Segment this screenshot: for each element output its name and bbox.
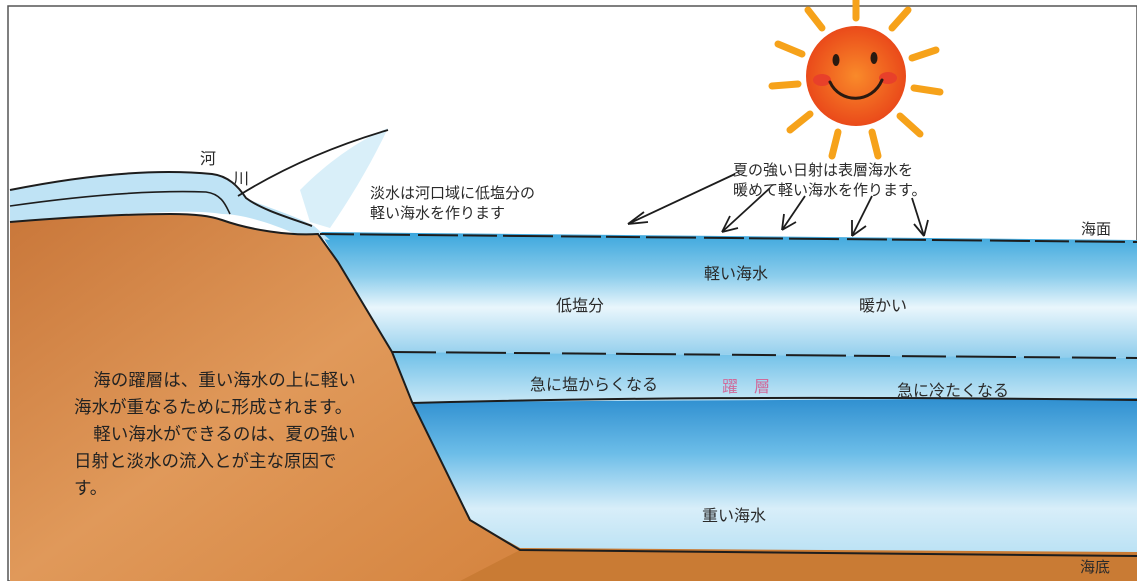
heavy-water-layer — [412, 398, 1137, 556]
arrow-5 — [911, 197, 925, 237]
seabed — [460, 520, 1137, 581]
pycnocline-bottom-line — [411, 396, 1137, 404]
sun-note-line-1: 夏の強い日射は表層海水を — [733, 161, 914, 179]
salinity-rise-label: 急に塩からくなる — [530, 375, 659, 394]
arrowhead-3 — [781, 213, 797, 231]
arrowhead-5 — [913, 219, 929, 237]
sea-surface-label: 海面 — [1081, 220, 1112, 238]
river-water — [10, 171, 330, 240]
explanation-paragraph-2: 軽い海水ができるのは、夏の強い日射と淡水の流入とが主な原因です。 — [74, 425, 356, 499]
cooling-label: 急に冷たくなる — [897, 381, 1010, 400]
heavy-water-label: 重い海水 — [702, 506, 767, 525]
sun-arrows — [627, 173, 929, 237]
fresh-water-note-line-2: 軽い海水を作ります — [370, 204, 506, 222]
pycnocline-label: 躍 層 — [722, 377, 771, 396]
river-label-2: 川 — [233, 169, 250, 188]
arrowhead-2 — [721, 215, 739, 233]
seabed-label: 海底 — [1080, 558, 1111, 576]
smiling-sun-icon — [768, 0, 944, 160]
pycnocline-layer — [392, 352, 1137, 402]
land-outline — [9, 212, 1137, 557]
sea-surface-line — [319, 233, 1137, 243]
arrow-4 — [851, 195, 873, 237]
explanation-text: 海の躍層は、重い海水の上に軽い海水が重なるために形成されます。 軽い海水ができる… — [74, 368, 364, 503]
pycnocline-top-line — [391, 351, 1137, 359]
estuary-edge — [237, 129, 389, 197]
low-salinity-label: 低塩分 — [556, 296, 605, 315]
estuary-plume — [300, 128, 388, 228]
sun-note: 夏の強い日射は表層海水を 暖めて軽い海水を作ります。 — [733, 160, 927, 200]
light-water-label: 軽い海水 — [704, 264, 769, 283]
fresh-water-note-line-1: 淡水は河口域に低塩分の — [370, 184, 536, 202]
explanation-paragraph-1: 海の躍層は、重い海水の上に軽い海水が重なるために形成されます。 — [74, 371, 356, 418]
river-label-1: 河 — [200, 149, 217, 168]
arrow-2 — [721, 187, 771, 233]
arrow-1 — [627, 173, 736, 225]
sun-note-line-2: 暖めて軽い海水を作ります。 — [733, 181, 927, 199]
river-bank-upper — [9, 171, 313, 227]
light-water-layer — [320, 232, 1137, 358]
arrowhead-4 — [851, 220, 867, 237]
fresh-water-note: 淡水は河口域に低塩分の 軽い海水を作ります — [370, 183, 535, 223]
warm-label: 暖かい — [859, 296, 908, 315]
arrowhead-1 — [627, 211, 649, 225]
arrow-3 — [781, 195, 806, 231]
land-mass — [10, 214, 520, 581]
river-bank-lower — [9, 190, 231, 215]
